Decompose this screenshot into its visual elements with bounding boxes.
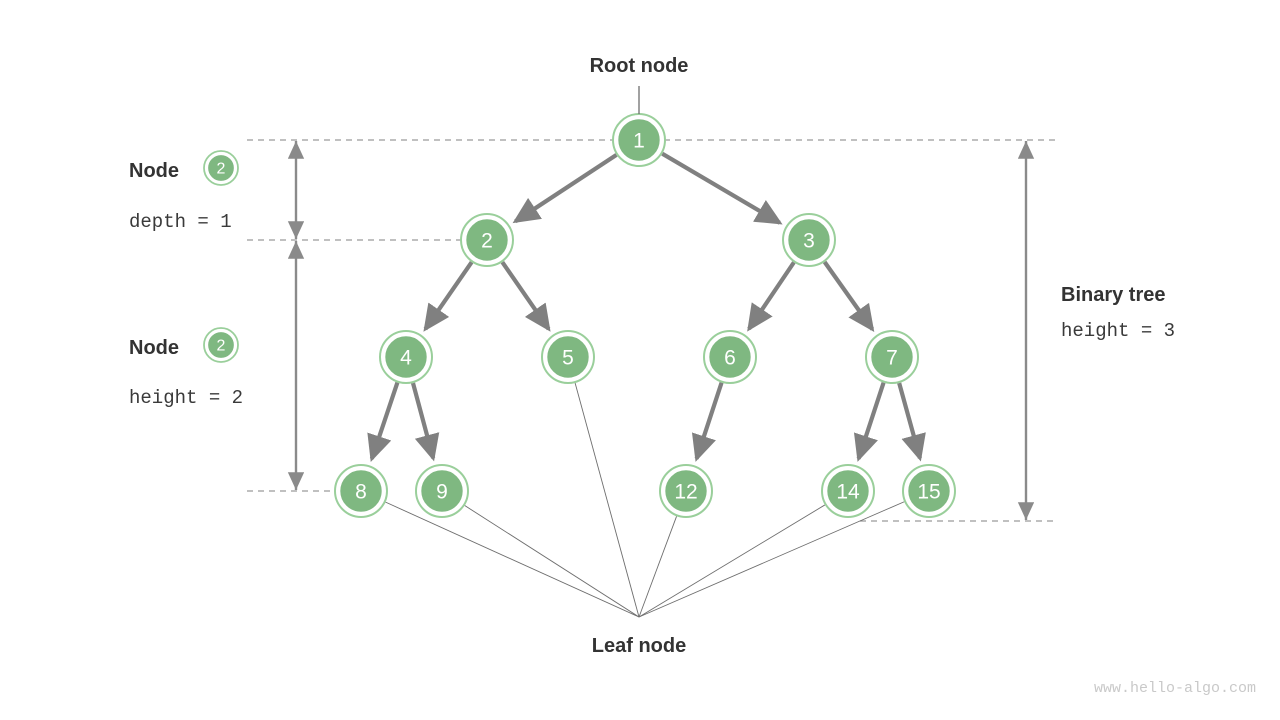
tree-edge-n3-n6 — [747, 261, 796, 332]
tree-node-outer-ring — [659, 464, 713, 518]
leaf-node-callout-label: Leaf node — [592, 635, 686, 657]
measure-arrows-group — [287, 141, 1035, 520]
root-node-callout: Root node — [590, 55, 689, 114]
tree-edge-n7-n15 — [897, 382, 926, 462]
tree-node-outer-ring — [703, 330, 757, 384]
tree-node-8[interactable]: 8 — [334, 464, 388, 518]
annotation-node-height-badge: 2 — [203, 327, 239, 363]
tree-node-2[interactable]: 2 — [460, 213, 514, 267]
tree-node-circle — [869, 334, 915, 380]
tree-node-12[interactable]: 12 — [659, 464, 713, 518]
leaf-pointer-line-n15 — [638, 501, 905, 618]
tree-node-6[interactable]: 6 — [703, 330, 757, 384]
tree-edge-n4-n8 — [367, 381, 400, 462]
tree-node-9[interactable]: 9 — [415, 464, 469, 518]
tree-node-value: 14 — [836, 481, 860, 504]
leaf-pointer-line-n5 — [574, 382, 640, 618]
tree-node-value: 12 — [674, 481, 697, 504]
tree-node-outer-ring — [460, 213, 514, 267]
tree-edge-n2-n4 — [423, 261, 474, 332]
tree-edge-n1-n2 — [512, 153, 618, 224]
tree-edge-n4-n9 — [410, 382, 440, 462]
tree-edge-n2-n5 — [500, 261, 551, 332]
annotation-node-depth: Node 2 depth = 1 — [129, 150, 239, 233]
tree-node-1[interactable]: 1 — [612, 113, 666, 167]
tree-node-value: 6 — [724, 347, 736, 370]
tree-node-value: 4 — [400, 347, 412, 370]
tree-node-circle — [419, 468, 465, 514]
watermark: www.hello-algo.com — [1094, 680, 1256, 697]
annotation-tree-height: Binary tree height = 3 — [1061, 284, 1175, 342]
annotation-node-depth-detail: depth = 1 — [129, 211, 232, 233]
tree-node-circle — [906, 468, 952, 514]
tree-edges-group — [367, 151, 926, 462]
tree-node-outer-ring — [334, 464, 388, 518]
leaf-pointer-line-n8 — [385, 501, 640, 618]
leaf-pointer-line-n14 — [638, 504, 826, 618]
tree-node-4[interactable]: 4 — [379, 330, 433, 384]
tree-node-circle — [786, 217, 832, 263]
root-node-callout-label: Root node — [590, 55, 689, 77]
tree-node-circle — [338, 468, 384, 514]
tree-node-circle — [383, 334, 429, 380]
tree-node-value: 3 — [803, 230, 815, 253]
tree-node-outer-ring — [821, 464, 875, 518]
tree-node-circle — [545, 334, 591, 380]
tree-node-outer-ring — [379, 330, 433, 384]
tree-node-circle — [616, 117, 662, 163]
tree-node-value: 9 — [436, 481, 448, 504]
annotation-node-height-badge-circle — [206, 330, 236, 360]
annotation-node-depth-badge-circle — [206, 153, 236, 183]
tree-node-outer-ring — [541, 330, 595, 384]
leaf-pointer-lines-group — [385, 382, 905, 618]
tree-node-outer-ring — [902, 464, 956, 518]
tree-node-circle — [663, 468, 709, 514]
annotation-node-height-badge-value: 2 — [217, 338, 226, 355]
annotation-node-height: Node 2 height = 2 — [129, 327, 243, 409]
tree-edge-n1-n3 — [661, 151, 783, 225]
annotation-node-height-title: Node — [129, 337, 179, 359]
tree-node-15[interactable]: 15 — [902, 464, 956, 518]
tree-edge-n3-n7 — [822, 260, 875, 333]
tree-node-value: 8 — [355, 481, 367, 504]
tree-node-7[interactable]: 7 — [865, 330, 919, 384]
tree-node-circle — [825, 468, 871, 514]
leaf-pointer-line-n12 — [638, 516, 677, 618]
annotation-node-depth-badge-outer-ring — [203, 150, 239, 186]
tree-node-value: 5 — [562, 347, 574, 370]
tree-edge-n7-n14 — [853, 381, 886, 462]
guide-lines-group — [247, 139, 1056, 522]
leaf-node-callout: Leaf node — [592, 635, 686, 657]
annotation-node-depth-badge: 2 — [203, 150, 239, 186]
tree-node-circle — [464, 217, 510, 263]
annotation-node-height-detail: height = 2 — [129, 387, 243, 409]
annotation-tree-height-detail: height = 3 — [1061, 320, 1175, 342]
tree-node-circle — [707, 334, 753, 380]
tree-node-value: 15 — [917, 481, 940, 504]
tree-node-value: 2 — [481, 230, 493, 253]
tree-node-value: 7 — [886, 347, 898, 370]
tree-node-14[interactable]: 14 — [821, 464, 875, 518]
tree-node-value: 1 — [633, 130, 645, 153]
tree-edge-n6-n12 — [691, 381, 724, 462]
annotation-node-height-badge-outer-ring — [203, 327, 239, 363]
tree-node-outer-ring — [415, 464, 469, 518]
annotation-node-depth-badge-value: 2 — [217, 161, 226, 178]
leaf-pointer-line-n9 — [464, 505, 640, 618]
annotation-tree-height-title: Binary tree — [1061, 284, 1166, 306]
annotation-node-depth-title: Node — [129, 160, 179, 182]
tree-node-3[interactable]: 3 — [782, 213, 836, 267]
tree-node-outer-ring — [782, 213, 836, 267]
tree-node-outer-ring — [865, 330, 919, 384]
tree-node-5[interactable]: 5 — [541, 330, 595, 384]
